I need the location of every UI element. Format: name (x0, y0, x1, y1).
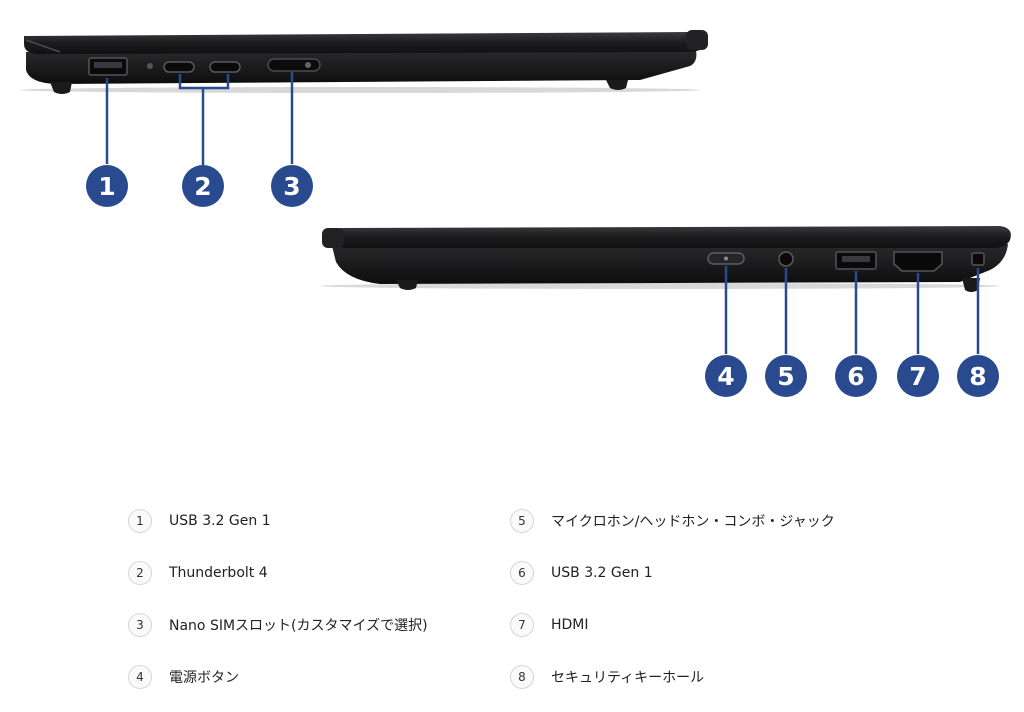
sim-slot (267, 58, 321, 72)
callout-number: 7 (909, 362, 926, 391)
callout-number: 2 (194, 172, 211, 201)
legend-label: マイクロホン/ヘッドホン・コンボ・ジャック (551, 514, 835, 530)
legend-label: セキュリティキーホール (551, 670, 705, 686)
hdmi-port (893, 251, 943, 272)
callout-circle (705, 355, 747, 397)
callout-badges: 1 2 3 4 5 6 7 8 (86, 165, 999, 397)
callout-badge: 6 (835, 355, 877, 397)
legend-number: 1 (128, 509, 152, 533)
callout-badge: 7 (897, 355, 939, 397)
legend-item: 1 USB 3.2 Gen 1 (128, 507, 271, 535)
legend-item: 3 Nano SIMスロット(カスタマイズで選択) (128, 611, 428, 639)
legend-item: 4 電源ボタン (128, 663, 239, 691)
callout-badge: 1 (86, 165, 128, 207)
legend-number: 8 (510, 665, 534, 689)
callout-number: 3 (283, 172, 300, 201)
legend-number: 4 (128, 665, 152, 689)
legend-item: 2 Thunderbolt 4 (128, 559, 268, 587)
callout-number: 5 (777, 362, 794, 391)
legend-number: 6 (510, 561, 534, 585)
security-keyhole (971, 252, 985, 266)
legend-number: 7 (510, 613, 534, 637)
audio-jack (778, 251, 794, 267)
callout-badge: 3 (271, 165, 313, 207)
callout-badge: 4 (705, 355, 747, 397)
leader-lines (105, 72, 980, 354)
callout-number: 4 (717, 362, 734, 391)
legend-label: Nano SIMスロット(カスタマイズで選択) (169, 618, 428, 634)
usb-c-port (209, 61, 241, 73)
legend-number: 3 (128, 613, 152, 637)
callout-circle (182, 165, 224, 207)
legend-label: 電源ボタン (169, 670, 239, 686)
callout-circle (957, 355, 999, 397)
legend-label: USB 3.2 Gen 1 (551, 565, 653, 581)
usb-c-port (163, 61, 195, 73)
legend-item: 5 マイクロホン/ヘッドホン・コンボ・ジャック (510, 507, 835, 535)
callout-badge: 8 (957, 355, 999, 397)
callout-circle (86, 165, 128, 207)
legend-label: USB 3.2 Gen 1 (169, 513, 271, 529)
legend-number: 5 (510, 509, 534, 533)
legend-label: Thunderbolt 4 (169, 565, 268, 581)
callout-circle (897, 355, 939, 397)
callout-circle (271, 165, 313, 207)
legend-item: 8 セキュリティキーホール (510, 663, 704, 691)
port-diagram: 1 2 3 4 5 6 7 8 (20, 30, 1011, 397)
callout-circle (765, 355, 807, 397)
legend-number: 2 (128, 561, 152, 585)
laptop-right-side-view (320, 226, 1011, 292)
callout-badge: 5 (765, 355, 807, 397)
laptop-left-side-view (20, 30, 708, 94)
callout-badge: 2 (182, 165, 224, 207)
legend-label: HDMI (551, 617, 589, 633)
callout-number: 8 (969, 362, 986, 391)
callout-circle (835, 355, 877, 397)
callout-number: 1 (98, 172, 115, 201)
callout-number: 6 (847, 362, 864, 391)
legend-item: 7 HDMI (510, 611, 589, 639)
legend-item: 6 USB 3.2 Gen 1 (510, 559, 653, 587)
